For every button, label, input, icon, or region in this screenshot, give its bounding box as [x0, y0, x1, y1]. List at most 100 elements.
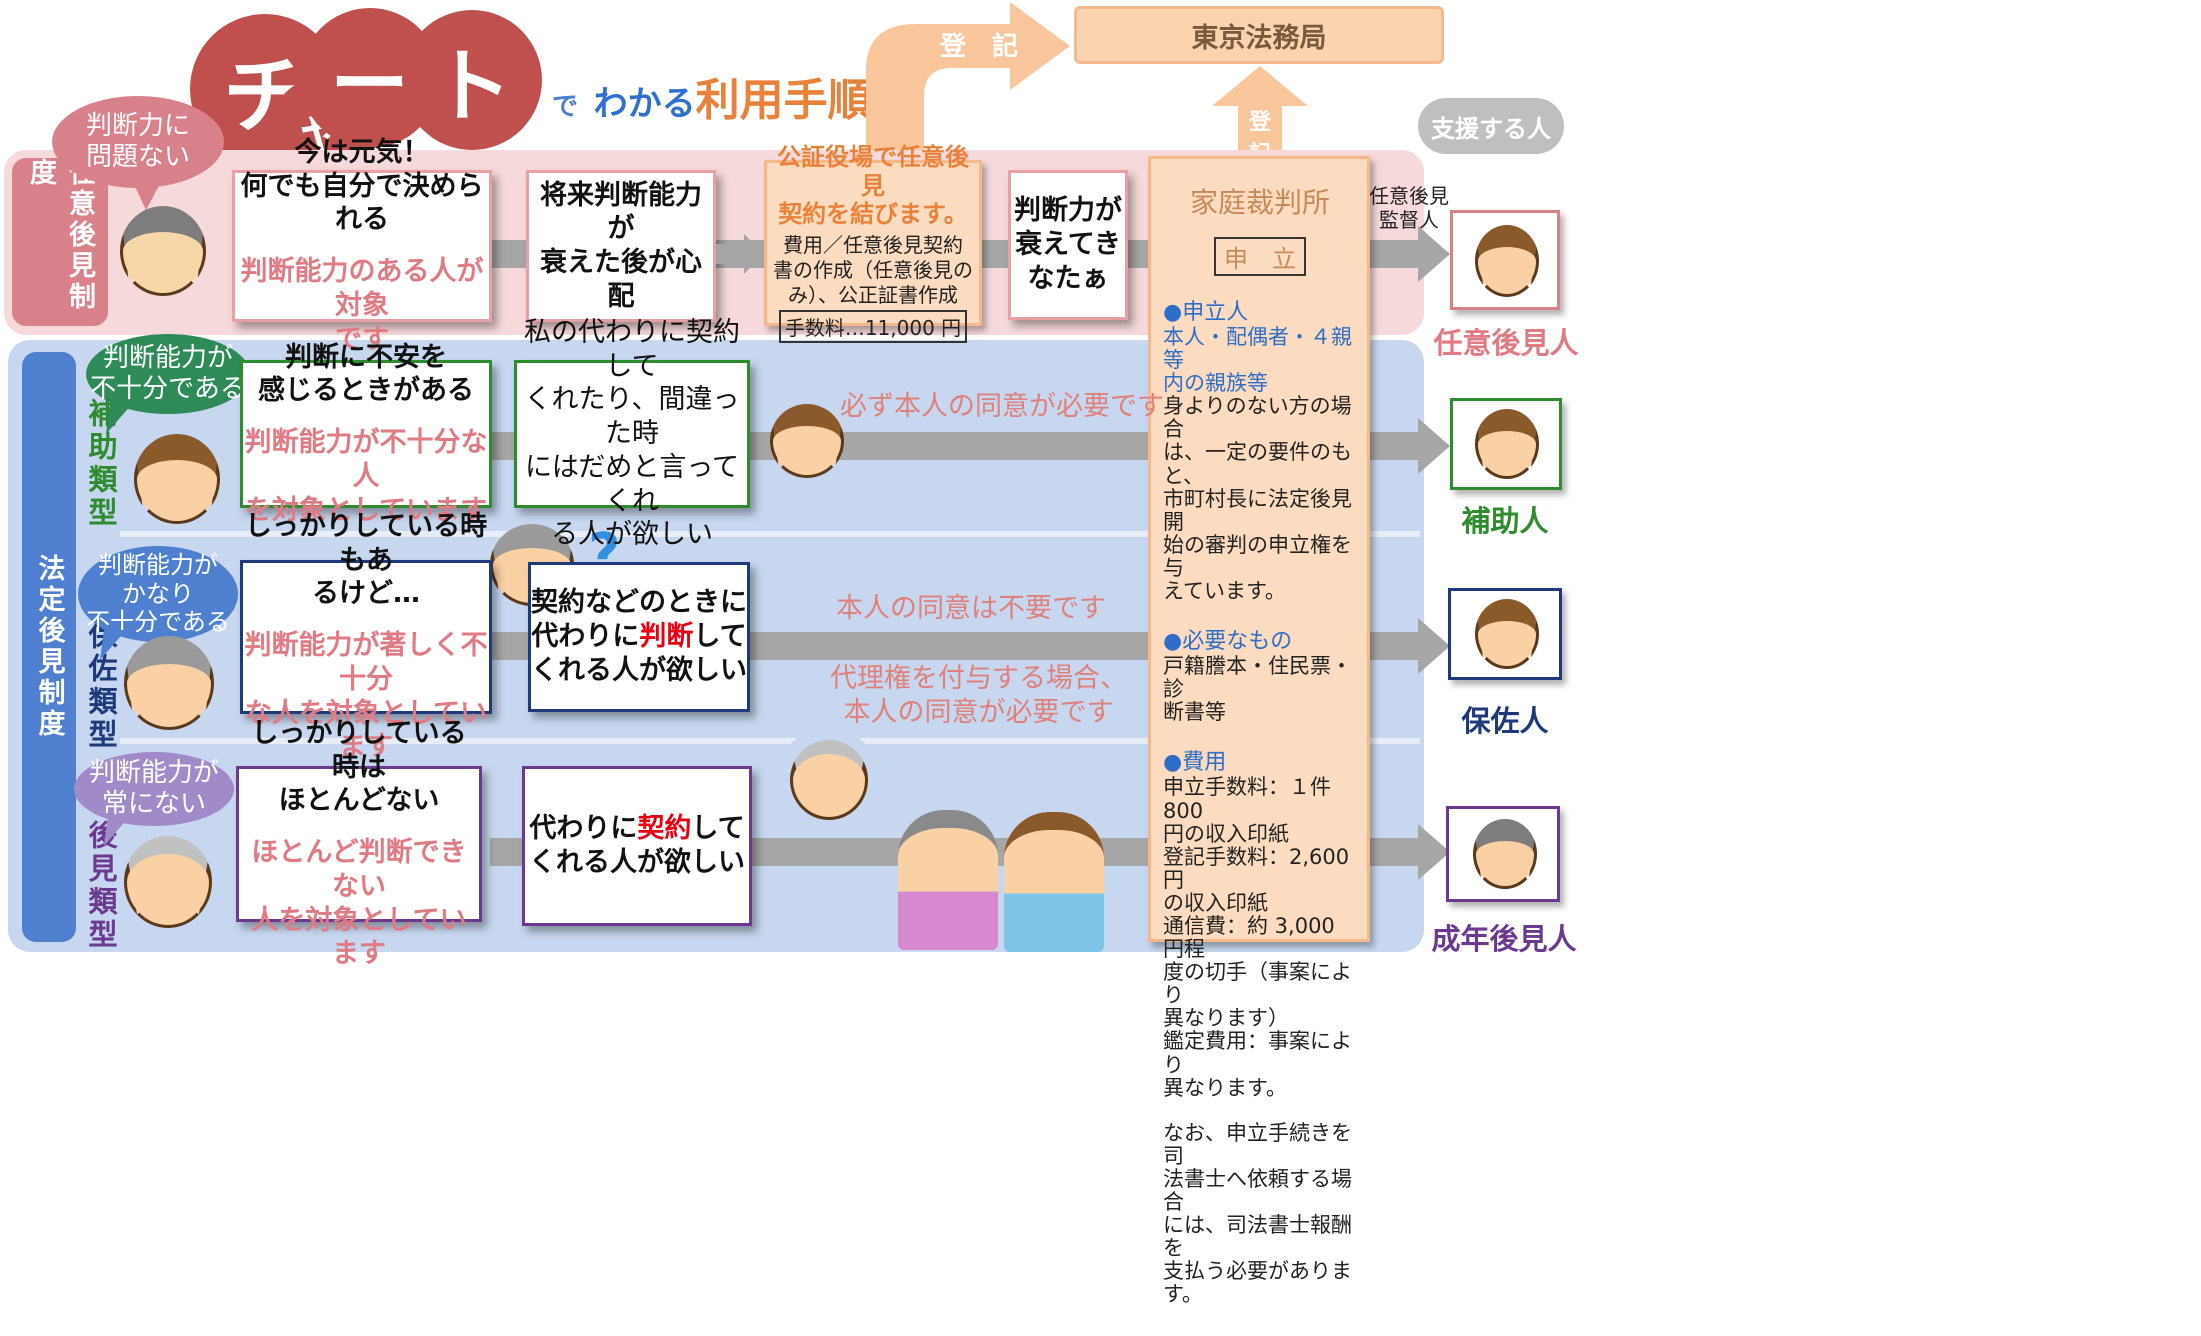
nini-bubble: 判断力に 問題ない — [52, 96, 224, 188]
court-sec3-head: ●費用 — [1163, 750, 1227, 776]
court-title: 家庭裁判所 — [1189, 186, 1330, 219]
hojo-target-person-icon — [1475, 409, 1539, 479]
caregiver-man-icon — [1004, 812, 1104, 952]
nini-box-2-main: 将来判断能力が 衰えた後が心配 — [540, 179, 702, 312]
nini-target-label: 任意後見人 — [1433, 326, 1579, 360]
hojo-target-box — [1450, 398, 1562, 490]
toki-horizontal-label: 登 記 — [940, 32, 1019, 62]
koken-target-label: 成年後見人 — [1431, 922, 1577, 956]
hosa-person-icon — [124, 636, 214, 730]
nini-target-box — [1450, 210, 1560, 310]
nini-box-1-main: 今は元気！ 何でも自分で決められる — [240, 136, 484, 236]
hosa-box-1-sub: 判断能力が著しく不十分 な人を対象としています — [244, 630, 488, 763]
court-sec1-body: 身よりのない方の場合 は、一定の要件のもと、 市町村長に法定後見開 始の審判の申… — [1163, 394, 1352, 604]
toki-arrow-up — [1212, 66, 1308, 162]
koken-person-icon — [124, 836, 212, 928]
hosa-box-1-main: しっかりしている時もあ るけど… — [244, 510, 488, 610]
nini-arrow-2 — [716, 234, 764, 274]
court-sec2-head: ●必要なもの — [1163, 629, 1293, 655]
hotei-divider-1 — [120, 531, 1420, 537]
court-apply-badge: 申 立 — [1214, 237, 1306, 276]
hojo-box-1-sub: 判断能力が不十分な人 を対象としています — [244, 427, 488, 526]
hotei-band-label: 法定後見制度 — [22, 352, 76, 942]
nini-target-person-icon — [1475, 225, 1539, 297]
koken-flow-arrowhead — [1418, 824, 1450, 880]
nini-box-1: 今は元気！ 何でも自分で決められる 判断能力のある人が対象 です — [232, 137, 492, 355]
koken-thinking-icon — [790, 740, 868, 820]
toki-vertical-1: 登 — [1249, 110, 1272, 135]
hojo-box-2-main: 私の代わりに契約して くれたり、間違った時 にはだめと言ってくれ る人が欲しい — [524, 316, 740, 551]
nini-box-3: 公証役場で任意後見 契約を結びます。 費用／任意後見契約 書の作成（任意後見の … — [764, 143, 982, 344]
court-box: 家庭裁判所 申 立 ●申立人 本人・配偶者・４親等 内の親族等 身よりのない方の… — [1148, 156, 1370, 1306]
court-sec3-body: 申立手数料：１件 800 円の収入印紙 登記手数料：2,600 円 の収入印紙 … — [1163, 775, 1352, 1100]
hosa-box-2: 契約などのときに 代わりに判断して くれる人が欲しい — [528, 562, 750, 712]
koken-box-2-main: 代わりに契約して くれる人が欲しい — [529, 812, 745, 880]
hojo-box-1: 判断に不安を 感じるときがある 判断能力が不十分な人 を対象としています — [240, 342, 492, 526]
nini-supervisor-label: 任意後見 監督人 — [1369, 184, 1449, 232]
hosa-target-person-icon — [1475, 599, 1539, 669]
registry-box: 東京法務局 — [1074, 6, 1444, 64]
hojo-flow-arrowhead — [1418, 418, 1450, 474]
hosa-target-label: 保佐人 — [1461, 704, 1549, 738]
nini-band-label: 任意後見制度 — [12, 158, 108, 326]
hosa-bubble-tail — [100, 630, 126, 660]
hojo-box-1-main: 判断に不安を 感じるときがある — [258, 341, 474, 407]
court-sec1-body-colored: 本人・配偶者・４親等 内の親族等 — [1163, 325, 1352, 396]
nini-box-4: 判断力が 衰えてき なたぁ — [1008, 170, 1128, 320]
hosa-box-2-red: 判断 — [639, 621, 694, 653]
koken-box-1-main: しっかりしている時は ほとんどない — [251, 717, 467, 817]
koken-box-1: しっかりしている時は ほとんどない ほとんど判断できない 人を対象としています — [236, 718, 482, 969]
nini-box-4-main: 判断力が 衰えてき なたぁ — [1014, 195, 1122, 294]
hosa-note-1: 本人の同意は不要です — [836, 593, 1106, 624]
title-main: 利用手順 — [695, 75, 872, 126]
nini-box-2: 将来判断能力が 衰えた後が心配 — [526, 170, 716, 322]
title-char-4: ト — [432, 40, 512, 133]
toki-arrow-curved — [866, 2, 1070, 170]
nini-person-icon — [120, 206, 206, 296]
title-de: で — [552, 92, 579, 122]
title-circle-dash: ー — [300, 8, 440, 148]
nini-box-3-head: 公証役場で任意後見 契約を結びます。 — [777, 142, 969, 229]
hojo-bubble-tail — [106, 404, 132, 434]
hosa-box-2-main: 契約などのときに 代わりに判断して くれる人が欲しい — [531, 586, 747, 687]
court-sec2-body: 戸籍謄本・住民票・診 断書等 — [1163, 654, 1352, 725]
nini-box-3-body: 費用／任意後見契約 書の作成（任意後見の み）、公正証書作成 — [773, 233, 973, 308]
nini-box-3-fee: 手数料…11,000 円 — [778, 310, 968, 344]
hojo-person-icon — [134, 434, 220, 524]
koken-box-2: 代わりに契約して くれる人が欲しい — [522, 766, 752, 926]
court-sec1-head: ●申立人 — [1163, 300, 1249, 325]
title-subtitle: で わかる利用手順 — [552, 64, 872, 128]
caregiver-woman-icon — [898, 810, 998, 950]
hosa-box-2-pre: 契約などのときに 代わりに — [531, 587, 747, 653]
hosa-flow-arrowhead — [1418, 618, 1450, 674]
hosa-note-2: 代理権を付与する場合、 本人の同意が必要です — [830, 663, 1127, 728]
koken-box-2-red: 契約 — [637, 813, 692, 845]
koken-label: 後見類型 — [84, 820, 118, 952]
koken-target-box — [1446, 806, 1560, 902]
support-header: 支援する人 — [1418, 98, 1564, 154]
hojo-target-label: 補助人 — [1461, 504, 1549, 538]
koken-bubble: 判断能力が 常にない — [74, 752, 234, 826]
title-circle-to: ト — [402, 10, 542, 150]
title-wakaru: わかる — [593, 84, 696, 124]
hojo-helper-icon — [770, 404, 844, 478]
hosa-bubble: 判断能力が かなり 不十分である — [78, 546, 238, 642]
koken-bubble-tail — [104, 816, 130, 846]
court-note: なお、申立手続きを司 法書士へ依頼する場合 には、司法書士報酬を 支払う必要があ… — [1163, 1120, 1352, 1307]
hosa-box-2-post: して くれる人が欲しい — [531, 621, 747, 686]
koken-box-1-sub: ほとんど判断できない 人を対象としています — [251, 837, 467, 970]
nini-bubble-tail — [132, 180, 162, 210]
hosa-box-1: しっかりしている時もあ るけど… 判断能力が著しく不十分 な人を対象としています — [240, 511, 492, 762]
koken-box-2-pre: 代わりに — [529, 813, 638, 845]
koken-box-2-post: して くれる人が欲しい — [529, 813, 745, 878]
title-char-3: ー — [330, 38, 410, 131]
nini-box-1-sub: 判断能力のある人が対象 です — [240, 256, 484, 355]
koken-target-person-icon — [1473, 819, 1537, 889]
support-header-label: 支援する人 — [1431, 114, 1551, 143]
registry-label: 東京法務局 — [1191, 22, 1327, 54]
hosa-target-box — [1448, 588, 1562, 680]
hojo-note: 必ず本人の同意が必要です — [840, 391, 1164, 422]
nini-flow-arrowhead — [1418, 226, 1450, 282]
hotei-divider-2 — [120, 738, 1420, 744]
hojo-box-2: 私の代わりに契約して くれたり、間違った時 にはだめと言ってくれ る人が欲しい — [514, 317, 750, 550]
